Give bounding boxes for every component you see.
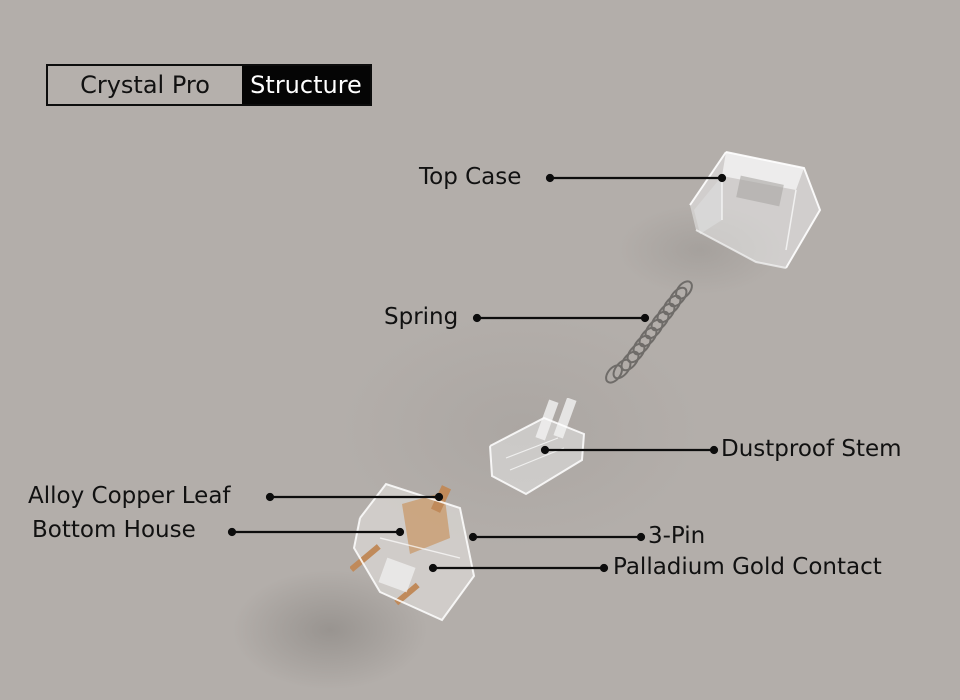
callout-bottom-house: Bottom House <box>32 517 196 543</box>
dustproof-stem-image <box>489 398 586 496</box>
callout-3-pin: 3-Pin <box>648 523 706 549</box>
callout-palladium-gold-contact: Palladium Gold Contact <box>613 554 882 580</box>
callout-top-case: Top Case <box>419 164 522 190</box>
callout-alloy-copper-leaf: Alloy Copper Leaf <box>28 483 231 509</box>
callout-dustproof-stem: Dustproof Stem <box>721 436 902 462</box>
section-title: Structure <box>242 66 370 104</box>
callout-spring: Spring <box>384 304 459 330</box>
spring-image <box>605 280 693 384</box>
title-banner: Crystal Pro Structure <box>46 64 372 106</box>
bottom-house-image <box>350 482 476 622</box>
product-name: Crystal Pro <box>48 66 242 104</box>
